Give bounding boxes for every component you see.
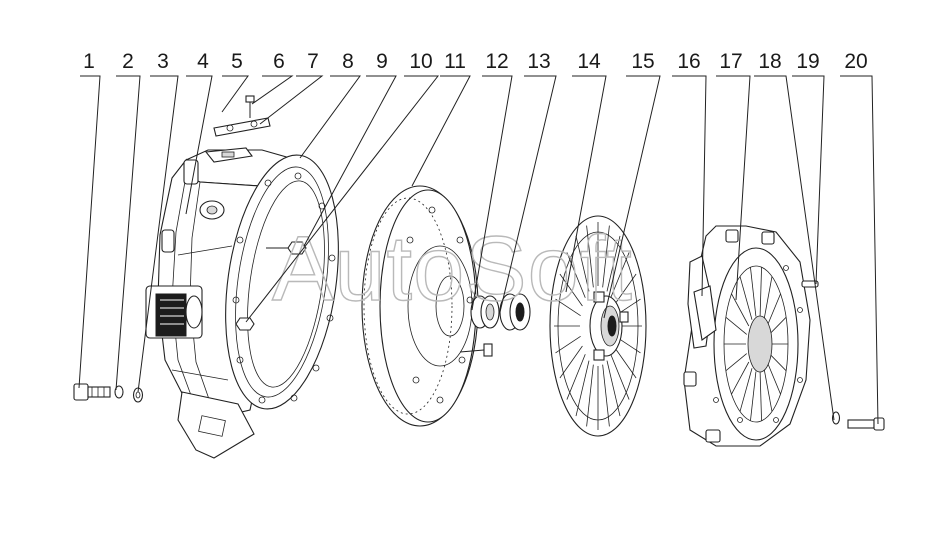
leader-line-14 (565, 75, 607, 293)
leader-line-1 (78, 75, 101, 389)
diaphragm-finger (768, 317, 787, 335)
leader-line-19 (792, 75, 825, 285)
disc-segment (559, 345, 583, 379)
diaphragm-finger (759, 267, 762, 317)
left-fasteners-drawing (73, 383, 144, 403)
disc-segment (610, 354, 630, 400)
diaphragm-finger (739, 368, 753, 412)
leader-line-2 (115, 75, 141, 391)
disc-segment (613, 273, 637, 307)
disc-segment (602, 364, 610, 427)
callout-plate-washer: 19 (796, 50, 819, 73)
diaphragm-finger (739, 276, 753, 320)
disc-segment (586, 364, 594, 427)
callout-flat-washer: 3 (157, 50, 169, 73)
callout-disc-hub: 15 (631, 50, 654, 73)
callout-housing-flange: 8 (342, 50, 354, 73)
disc-segment (575, 360, 590, 417)
leader-line-7 (259, 75, 324, 125)
clutch-disc-drawing (549, 215, 647, 437)
callout-plate-bolt: 20 (844, 50, 867, 73)
leader-line-4 (185, 75, 213, 215)
disc-segment (602, 225, 610, 288)
callout-cover-washer: 7 (307, 50, 319, 73)
leader-line-9 (303, 75, 397, 247)
callout-pressure-plate-assembly: 17 (719, 50, 742, 73)
callout-dowel-pin: 18 (758, 50, 781, 73)
disc-segment (606, 235, 621, 292)
disc-segment (555, 336, 581, 354)
callout-bearing-spacer: 13 (527, 50, 550, 73)
flywheel-drawing (361, 185, 493, 427)
disc-segment (566, 252, 586, 298)
disc-segment (555, 298, 581, 316)
callout-bolt: 1 (83, 50, 95, 73)
diaphragm-finger (759, 371, 762, 421)
callout-clutch-disc: 14 (577, 50, 601, 73)
leader-line-18 (754, 75, 835, 421)
callout-flywheel-housing: 4 (197, 50, 209, 73)
disc-segment (559, 273, 583, 307)
diaphragm-finger (725, 317, 747, 335)
leader-line-8 (299, 75, 361, 159)
diaphragm-finger (763, 276, 773, 320)
callout-pilot-bearing: 12 (485, 50, 508, 73)
leader-line-15 (603, 75, 661, 319)
disc-segment (613, 345, 637, 379)
diaphragm-finger (750, 267, 757, 317)
leader-line-3 (137, 75, 179, 393)
disc-segment (566, 354, 586, 400)
diaphragm-finger (763, 368, 773, 412)
right-fasteners-drawing (801, 280, 885, 431)
disc-segment (610, 252, 630, 298)
diaphragm-finger (766, 293, 781, 327)
leader-line-20 (840, 75, 879, 425)
leader-line-16 (672, 75, 707, 297)
diaphragm-finger (750, 371, 757, 421)
diaphragm-finger (731, 361, 750, 395)
callout-cover-bolt: 6 (273, 50, 285, 73)
diaphragm-finger (731, 293, 750, 327)
watermark: AutoSoft (272, 218, 633, 320)
callout-flywheel-ring-gear: 11 (444, 50, 466, 73)
disc-segment (575, 235, 590, 292)
leader-line-12 (471, 75, 513, 311)
diaphragm-finger (766, 361, 781, 395)
leader-line-6 (251, 75, 294, 105)
diaphragm-finger (768, 353, 787, 371)
callout-housing-nut: 10 (409, 50, 432, 73)
callout-spring-washer: 2 (122, 50, 134, 73)
leader-line-5 (221, 75, 249, 113)
flywheel-housing-drawing (145, 95, 339, 459)
pressure-plate-drawing (683, 225, 811, 447)
disc-segment (586, 225, 594, 288)
leader-line-10 (245, 75, 440, 323)
callout-pressure-plate-lever: 16 (677, 50, 700, 73)
leader-line-13 (499, 75, 557, 313)
leader-line-11 (411, 75, 471, 187)
leader-line-17 (716, 75, 751, 301)
diaphragm-finger (725, 353, 747, 371)
callout-housing-stud: 9 (376, 50, 388, 73)
callout-inspection-cover: 5 (231, 50, 243, 73)
disc-segment (606, 360, 621, 417)
